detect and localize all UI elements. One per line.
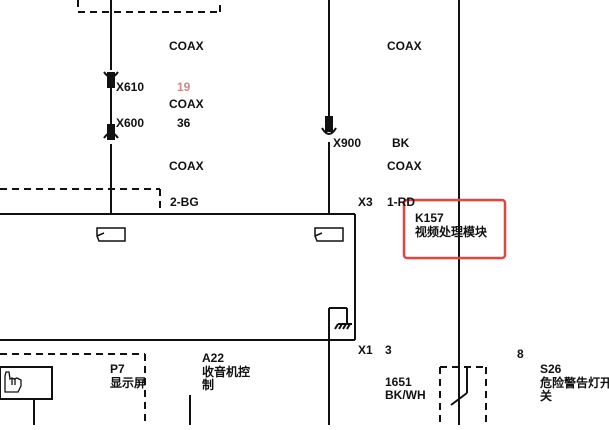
hand-pointer-icon [4,371,22,393]
connector-x610-label[interactable]: X610 [116,80,144,94]
wire-color-bk: BK [392,136,410,150]
p7-code[interactable]: P7 [110,362,125,376]
s26-name-line1[interactable]: 危险警告灯开 [539,375,609,390]
k157-name[interactable]: 视频处理模块 [415,224,488,239]
k157-highlight-box[interactable] [402,198,507,260]
p7-name[interactable]: 显示屏 [110,376,146,390]
wires [110,0,460,425]
connector-x1-label[interactable]: X1 [358,343,373,357]
connector-x600-pin: 36 [177,116,191,130]
lower-dashed-outlines [0,353,146,425]
pin-8-label: 8 [517,347,524,361]
k157-code[interactable]: K157 [415,211,444,225]
a22-name-line1[interactable]: 收音机控 [202,364,250,379]
coax-label: COAX [169,97,204,111]
coax-label: COAX [387,39,422,53]
wire-2-bg-label: 2-BG [170,195,199,209]
top-connector-outline [77,0,221,13]
terminal-symbol-center [314,227,344,242]
s26-name-line2[interactable]: 关 [540,388,552,403]
switch-icon [439,366,487,425]
wire-1-rd-label: 1-RD [387,195,415,209]
connector-x3-label[interactable]: X3 [358,195,373,209]
coax-label: COAX [169,159,204,173]
connector-x600-label[interactable]: X600 [116,116,144,130]
terminal-symbol-left [96,227,126,242]
connector-x900-label[interactable]: X900 [333,136,361,150]
k157-module-outline [0,213,356,341]
p7-display-box [0,366,53,425]
shield-dashed-outline [0,188,161,214]
s26-code[interactable]: S26 [540,362,562,376]
wire-1651-label: 1651 [385,375,412,389]
coax-label: COAX [169,39,204,53]
connector-x1-pin: 3 [385,343,392,357]
a22-code[interactable]: A22 [202,351,224,365]
coax-label: COAX [387,159,422,173]
wire-bkwh-label: BK/WH [385,388,426,402]
connector-x610-pin: 19 [177,80,191,94]
connector-icon [103,71,337,140]
a22-name-line2[interactable]: 制 [202,377,214,392]
ground-icon [328,307,352,425]
